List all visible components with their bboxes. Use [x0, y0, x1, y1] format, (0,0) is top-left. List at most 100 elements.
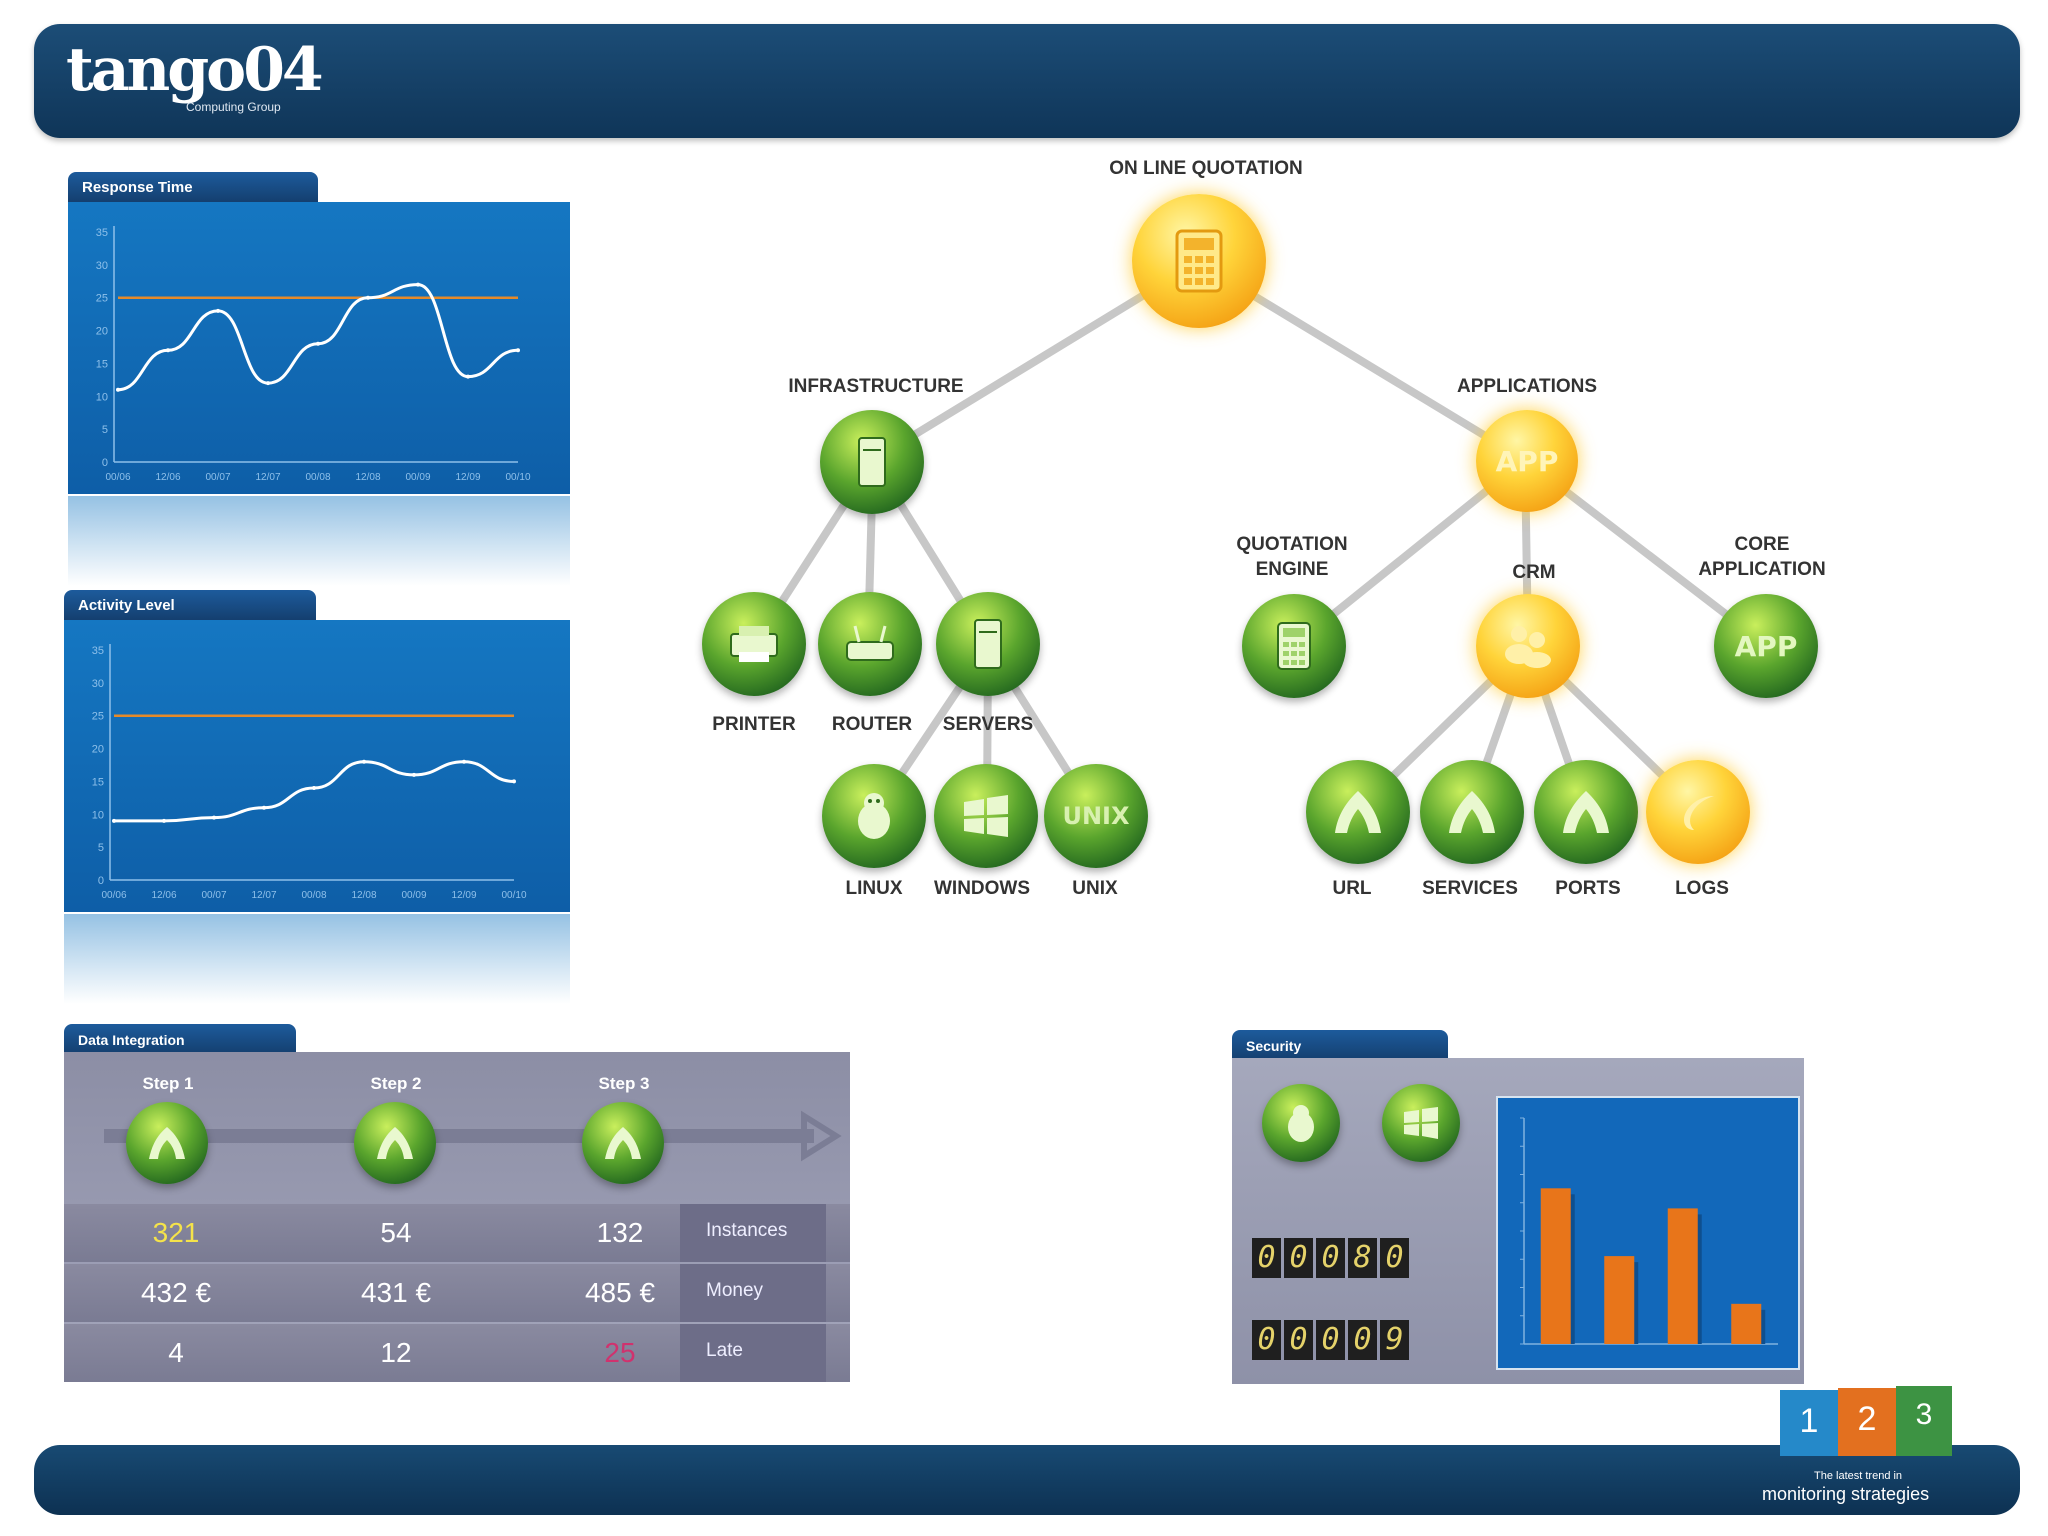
moon-icon: [1684, 796, 1714, 830]
row-value-cell: 54: [380, 1217, 412, 1248]
data-point: [366, 295, 370, 300]
row-value-cell: 432 €: [140, 1277, 212, 1308]
counter-a: 0 0 0 8 0: [1252, 1238, 1409, 1278]
infrastructure-node[interactable]: [820, 410, 924, 514]
row-value-cell: 321: [152, 1217, 200, 1248]
x-tick-label: 12/09: [451, 890, 476, 901]
y-tick-label: 30: [92, 678, 104, 690]
router-icon: [846, 625, 894, 661]
row-value-cell: 4: [168, 1337, 184, 1368]
data-point: [166, 348, 170, 353]
data-point: [416, 282, 420, 287]
servers-node[interactable]: [936, 592, 1040, 696]
data-point: [112, 818, 116, 823]
counter-a-digit: 0: [1316, 1238, 1345, 1278]
y-tick-label: 5: [102, 424, 108, 436]
data-point: [312, 786, 316, 790]
y-tick-label: 10: [96, 391, 108, 403]
data-point: [466, 374, 470, 379]
bar: [1731, 1303, 1762, 1344]
y-tick-label: 20: [96, 326, 108, 338]
process-arrow: [104, 1110, 842, 1162]
counter-b-digit: 0: [1316, 1320, 1345, 1360]
response-time-tab[interactable]: Response Time: [68, 172, 318, 202]
calculator-icon: [1277, 622, 1311, 670]
step-3-node[interactable]: [582, 1102, 664, 1184]
data-point: [162, 818, 166, 823]
windows-label: WINDOWS: [933, 878, 1031, 899]
step-2-label: Step 2: [370, 1074, 422, 1093]
security-bar-chart: [1520, 1117, 1778, 1345]
step-1-node[interactable]: [126, 1102, 208, 1184]
online-quotation-node[interactable]: [1132, 194, 1266, 328]
url-node[interactable]: [1306, 760, 1410, 864]
windows-node[interactable]: [934, 764, 1038, 868]
servers-label: SERVERS: [942, 714, 1034, 735]
x-tick-label: 00/07: [201, 890, 226, 901]
data-integration-tab[interactable]: Data Integration: [64, 1024, 296, 1054]
data-point: [412, 772, 416, 777]
tux-icon: [858, 793, 890, 839]
counter-b: 0 0 0 0 9: [1252, 1320, 1409, 1360]
url-label: URL: [1332, 878, 1372, 899]
printer-icon: [730, 626, 778, 662]
y-tick-label: 25: [92, 711, 104, 723]
security-windows-node[interactable]: [1382, 1084, 1460, 1162]
crm-node[interactable]: [1476, 594, 1580, 698]
activity-level-tab[interactable]: Activity Level: [64, 590, 316, 620]
row-value-cell: 12: [380, 1337, 412, 1368]
logs-node[interactable]: [1646, 760, 1750, 864]
applications-node[interactable]: APP: [1476, 410, 1578, 512]
security-tab[interactable]: Security: [1232, 1030, 1448, 1060]
printer-node[interactable]: [702, 592, 806, 696]
data-integration-row[interactable]: 432 € 431 € 485 € Money: [64, 1264, 850, 1322]
router-node[interactable]: [818, 592, 922, 696]
data-point: [212, 815, 216, 820]
data-point: [516, 348, 520, 353]
row-value-cell: 431 €: [360, 1277, 432, 1308]
y-tick-label: 15: [96, 358, 108, 370]
badge-tagline-small: The latest trend in: [1814, 1470, 1903, 1482]
data-point: [262, 805, 266, 810]
app-glyph: APP: [1495, 444, 1559, 478]
ports-node[interactable]: [1534, 760, 1638, 864]
series-line: [117, 283, 519, 392]
x-tick-label: 12/08: [355, 472, 380, 483]
header-bar: [34, 24, 2020, 138]
step-3-label: Step 3: [598, 1074, 650, 1093]
y-tick-label: 35: [96, 227, 108, 239]
x-tick-label: 00/10: [505, 472, 530, 483]
counter-b-digit: 9: [1380, 1320, 1409, 1360]
tango04-logo: tango04: [66, 35, 324, 105]
unix-label: UNIX: [1072, 878, 1118, 899]
step-2-node[interactable]: [354, 1102, 436, 1184]
x-tick-label: 00/09: [401, 890, 426, 901]
services-node[interactable]: [1420, 760, 1524, 864]
unix-glyph: UNIX: [1062, 802, 1130, 830]
bar: [1540, 1188, 1571, 1344]
x-tick-label: 12/07: [251, 890, 276, 901]
app-glyph: APP: [1734, 629, 1798, 663]
core-application-node[interactable]: APP: [1714, 594, 1818, 698]
counter-b-digit: 0: [1348, 1320, 1377, 1360]
quotation-engine-node[interactable]: [1242, 594, 1346, 698]
arc-icon: [1563, 791, 1609, 833]
x-tick-label: 12/06: [155, 472, 180, 483]
row-name-cell: Money: [680, 1264, 826, 1322]
row-value-cell: 485 €: [584, 1277, 656, 1308]
router-label: ROUTER: [831, 714, 913, 735]
unix-node[interactable]: UNIX: [1044, 764, 1148, 868]
y-tick-label: 15: [92, 776, 104, 788]
counter-a-digit: 0: [1284, 1238, 1313, 1278]
linux-node[interactable]: [822, 764, 926, 868]
x-tick-label: 00/08: [305, 472, 330, 483]
security-linux-node[interactable]: [1262, 1084, 1340, 1162]
data-point: [512, 779, 516, 784]
calculator-icon: [1175, 229, 1223, 293]
counter-a-digit: 8: [1348, 1238, 1377, 1278]
